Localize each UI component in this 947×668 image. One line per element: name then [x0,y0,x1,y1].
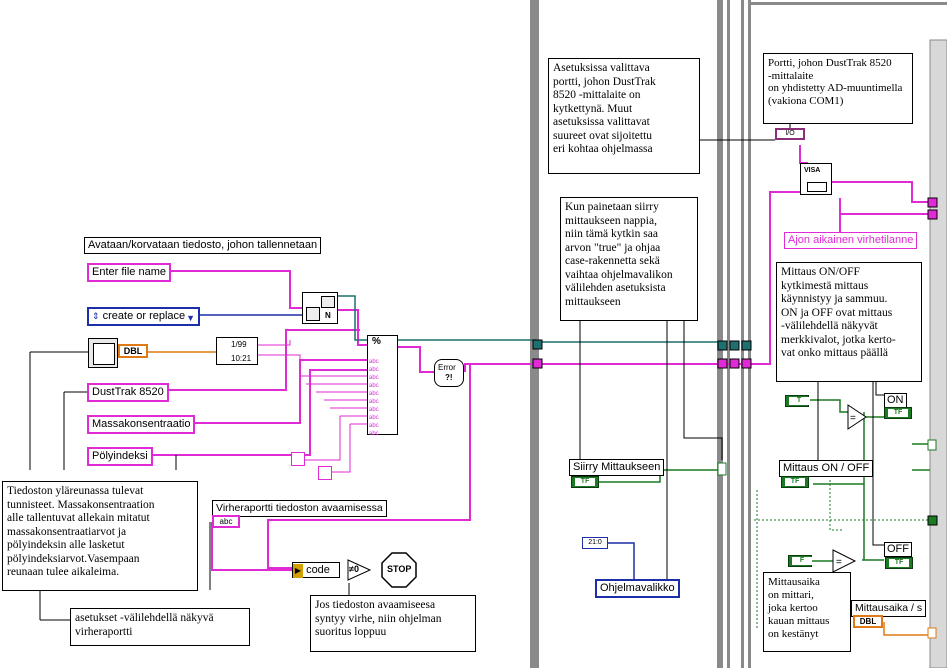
loop-frame-outer-left [717,0,723,668]
timestamp-icon[interactable] [88,338,118,368]
numeric-wire [148,351,930,636]
stop-label: STOP [387,564,412,574]
wire-filename [165,270,302,309]
open-file-node[interactable]: N [302,292,338,324]
format-date-time-node[interactable]: 1/99 10:21 [216,337,258,365]
simple-error-handler-node[interactable]: Error ?! [434,359,464,387]
wire-error-in-left [464,363,536,372]
dusttrak-constant[interactable]: DustTrak 8520 [87,383,169,402]
wire-io [799,145,808,164]
stop-icon [381,552,417,588]
true-constant[interactable]: T [785,395,809,407]
dropdown-triangle-icon: ▼ [186,313,195,323]
mittausaika-label: Mittausaika / s [851,600,927,617]
wire-massa [190,359,367,424]
wire-virhe [211,522,292,571]
off-label: OFF [884,542,912,557]
not-equal-zero-node [347,559,372,581]
open-node-n-label: N [325,311,331,320]
polyindeksi-constant[interactable]: Pölyindeksi [87,447,153,466]
time-text: 10:21 [231,354,252,363]
date-text: 1/99 [231,340,247,349]
dbl-indicator: DBL [118,344,148,358]
svg-text:=: = [850,413,856,424]
case-frame-left-border [530,0,539,668]
ohjelmavalikko-control[interactable]: Ohjelmavalikko [595,579,680,598]
create-or-replace-label: create or replace [102,310,186,322]
wire-format-out [398,346,434,373]
wire-dusttrak [165,329,360,391]
error-exclaim-label: ?! [445,373,453,382]
title-avataan: Avataan/korvataan tiedosto, johon tallen… [84,237,322,254]
on-indicator: TF [884,407,912,419]
note-jos: Jos tiedoston avaamiseesa syntyy virhe, … [310,595,476,652]
case-structure-frames [530,0,947,668]
disk-icon [321,296,335,308]
enum-arrows-icon: ⇕ [92,311,100,321]
tunnels [532,197,938,639]
wire-error-to-code [267,365,471,569]
thin-string-wires [258,340,367,473]
visa-serial-node[interactable]: VISA [800,163,832,195]
dbl-label: DBL [123,346,143,356]
cluster-arrow-icon: ▶ [293,564,303,578]
equals-node-off [832,549,857,573]
note-kun-painetaan: Kun painetaan siirry mittaukseen nappia,… [560,197,698,321]
note-mittausaika: Mittausaika on mittari, joka kertoo kaua… [763,572,851,652]
wire-path-to-format [338,309,367,346]
percent-label: % [372,336,381,347]
wire-poly [150,369,367,456]
note-asetuksissa: Asetuksissa valittava portti, johon Dust… [548,58,700,174]
note-portti: Portti, johon DustTrak 8520 -mittalaite … [763,53,913,124]
mittaus-onoff-button[interactable]: TF [781,476,809,488]
note-asetukset: asetukset -välilehdellä näkyvä virherapo… [70,608,250,646]
io-control[interactable]: I/O [775,128,805,140]
error-label: Error [438,363,456,372]
mittaus-onoff-label: Mittaus ON / OFF [779,460,874,477]
off-indicator: TF [885,557,913,569]
virheraportti-label: Virheraportti tiedoston avaamisessa [212,500,387,517]
note-tiedoston: Tiedoston yläreunassa tulevat tunnisteet… [2,481,198,591]
refnum-wire [338,295,720,343]
note-mittaus-onoff: Mittaus ON/OFF kytkimestä mittaus käynni… [776,262,922,382]
virheraportti-indicator: abc [212,515,240,528]
boolean-wires [599,399,930,569]
create-or-replace-enum[interactable]: ⇕ create or replace ▼ [87,307,200,326]
abc-terminals: abc abc abc abc abc abc abc abc abc abc [369,359,379,437]
file-icon [306,307,320,321]
enum-wires [196,314,635,590]
massakonsentraatio-constant[interactable]: Massakonsentraatio [87,415,196,434]
case-frame-right [929,39,947,668]
siirry-mittaukseen-label: Siirry Mittaukseen [569,459,665,476]
not-equal-zero-label: ≠0 [349,564,359,574]
case-frame-top [748,2,947,5]
code-label: code [306,564,330,576]
on-label: ON [884,393,907,408]
serial-port-icon [807,182,827,192]
tab-constant-icon[interactable] [291,452,305,466]
unbundle-code-node[interactable]: ▶ code [292,562,340,578]
eol-constant-icon[interactable] [318,466,332,480]
equals-node-on [847,404,867,430]
case-frame-inner-left2 [748,0,751,668]
wire-visa-out [830,181,932,203]
ajon-aikainen-virhetilanne: Ajon aikainen virhetilanne [784,232,918,249]
clock-icon [93,343,115,365]
mittausaika-indicator: DBL [853,615,883,628]
dotted-green-wires [754,480,930,630]
visa-label: VISA [804,167,821,174]
tab-index-constant[interactable]: 21:0 [582,537,608,549]
virheraportti-abc: abc [219,517,233,526]
siirry-mittaukseen-button[interactable]: TF [571,476,599,488]
svg-text:=: = [836,557,842,568]
false-constant[interactable]: F [788,555,812,567]
equals-nodes: = = [347,404,867,581]
case-frame-inner-left [741,0,744,668]
loop-frame-inner-line [727,0,730,668]
enter-file-name-control[interactable]: Enter file name [87,263,171,282]
format-into-string-node[interactable]: % abc abc abc abc abc abc abc abc abc ab… [367,335,398,437]
